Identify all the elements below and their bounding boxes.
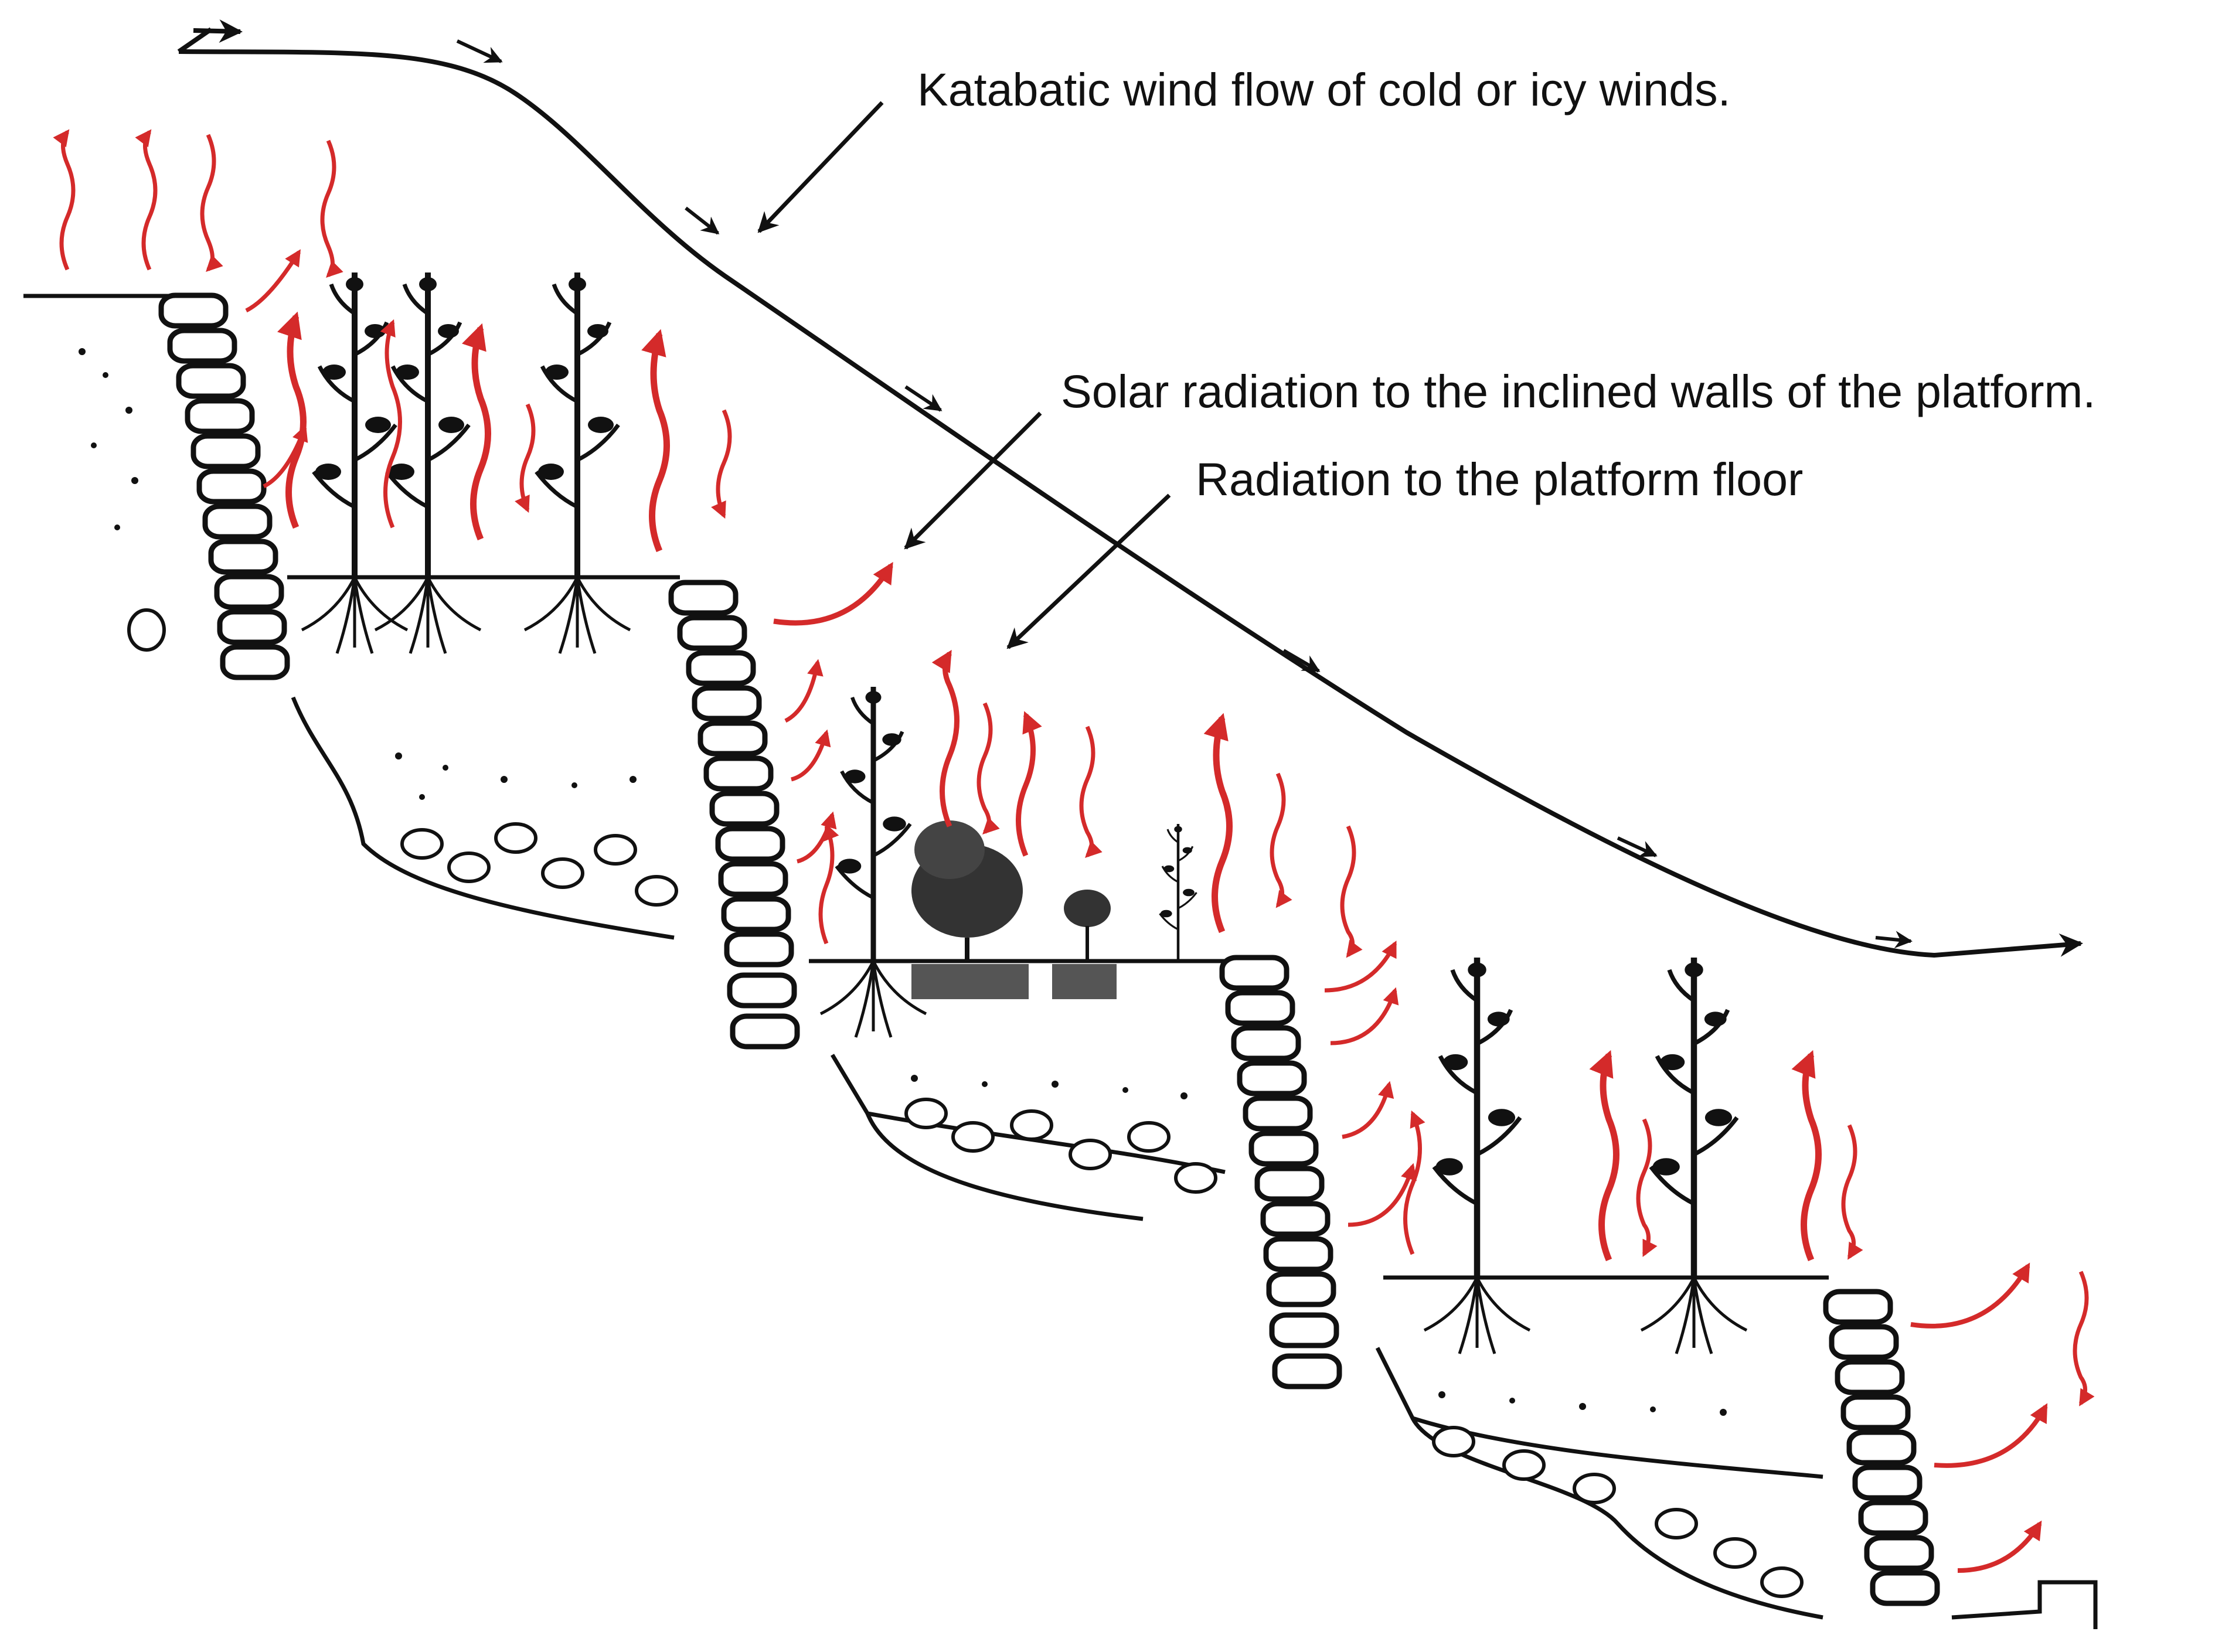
solar-radiation-walls-label: Solar radiation to the inclined walls of… <box>1061 365 2095 417</box>
stone-wall-3 <box>1222 958 1339 1387</box>
katabatic-wind-line <box>177 19 2083 958</box>
terrain-profile <box>23 294 2098 1629</box>
katabatic-wind-label: Katabatic wind flow of cold or icy winds… <box>917 63 1731 115</box>
label-pointers <box>757 101 1171 649</box>
soil-texture <box>79 348 1727 1416</box>
stone-wall-4 <box>1826 1292 1937 1603</box>
radiation-arrows <box>53 129 2095 1573</box>
soil-rocks <box>127 608 1802 1596</box>
stone-wall-2 <box>671 583 797 1047</box>
stone-wall-1 <box>161 295 287 677</box>
trees <box>302 273 1747 1354</box>
floor-radiation-label: Radiation to the platform floor <box>1196 453 1803 505</box>
shrubs <box>911 820 1117 999</box>
